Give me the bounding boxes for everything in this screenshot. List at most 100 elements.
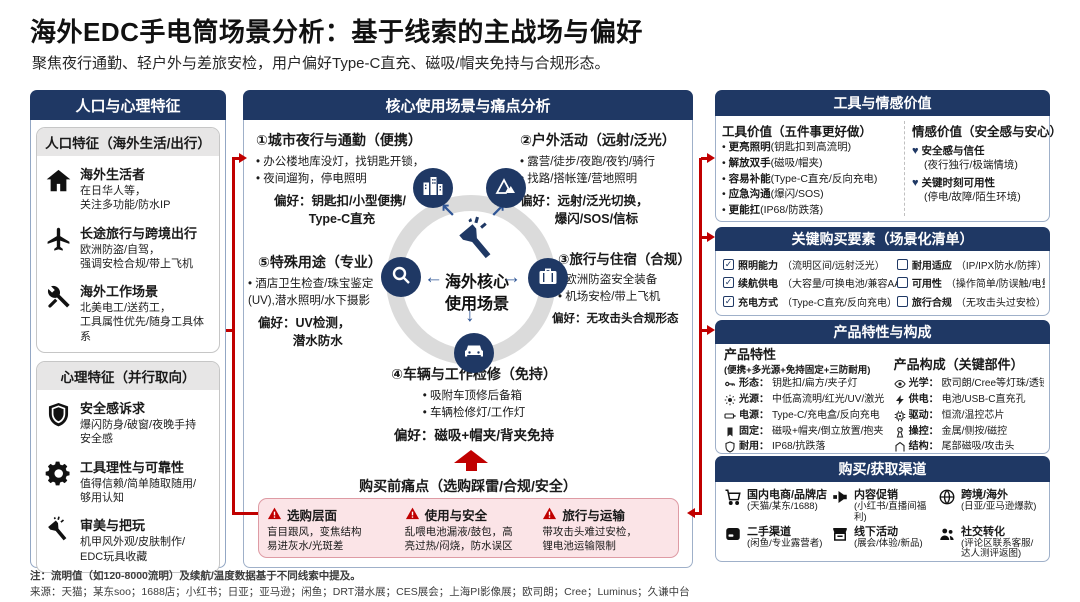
box-icon [724,525,742,543]
factor-checked: ✓照明能力（流明区间/远射泛光） [723,255,897,274]
chip-icon [894,410,906,422]
factor-label: 照明能力 [738,260,778,272]
feature-value: IP68/抗跌落 [772,441,826,453]
control-knob-icon [894,426,906,438]
emotion-value-column: 情感价值（安全感与安心） ♥安全感与信任 (夜行独行/极端情境) ♥关键时刻可用… [905,121,1062,216]
scenario-title: ④车辆与工作检修（免持） [391,366,557,382]
persona-desc: 欧洲防盗/自驾， 强调安检合规/带上飞机 [80,243,194,270]
battery-icon [724,410,736,422]
shield-small-icon [724,441,736,453]
arrowhead-into-factors-icon [707,232,715,242]
section-population-title: 人口特征（海外生活/出行） [37,128,219,156]
scenario-preference: 偏好：无攻击头合规形态 [552,313,679,326]
channel-name: 内容促销 [854,489,898,501]
pain-box: 选购层面 盲目跟风，变焦结构 易进灰水/光斑差 使用与安全 乱喂电池漏液/鼓包，… [258,498,679,558]
feature-value: 中低高流明/红光/UV/激光 [772,394,885,406]
factor-label: 充电方式 [738,298,778,310]
channel-name: 跨境/海外 [961,489,1009,501]
arrowhead-into-value-icon [707,153,715,163]
product-feature-title: 产品特性 [724,347,777,362]
car-icon [462,339,486,368]
psych-title: 审美与把玩 [80,518,146,534]
scenario-bullet: 机场安检/带上飞机 [558,289,694,306]
flashlight-icon [39,513,77,551]
outdoor-node [486,168,526,208]
store-icon [831,525,849,543]
channel-name: 国内电商/品牌店 [747,489,828,501]
warning-icon [267,506,282,524]
panel-purchase-factors-title: 关键购买要素（场景化清单） [715,227,1050,251]
section-population: 人口特征（海外生活/出行） 海外生活者 在日华人等， 关注多功能/防水IP 长途… [36,127,220,354]
house-icon [45,167,72,194]
scenario-title: ①城市夜行与通勤（便携） [256,132,422,148]
panel-product: 产品特性与构成 产品特性 (便携+多光源+免持固定+三防耐用) 形态：钥匙扣/扁… [715,320,1050,454]
footnote-sources: 来源：天猫；某东soo；1688店；小红书；日亚；亚马逊；闲鱼；DRT潜水展；C… [30,586,690,598]
feature-label: 耐用： [739,441,769,453]
channel-name: 社交转化 [961,525,1005,538]
right-connector-line [699,158,702,514]
pain-usage-safety: 使用与安全 乱喂电池漏液/鼓包，高 亮过热/闷烧，防水误区 [405,505,537,553]
empty-checkbox-icon [896,258,908,270]
channel-offline-events: 线下活动 (展会/体验/新品) [831,523,938,560]
vehicle-node [454,333,494,373]
hub-line2: 使用场景 [444,295,509,313]
tool-item-note: (钥匙扣到高流明) [770,141,852,153]
arrowhead-into-product-icon [707,325,715,335]
component-label: 驱动： [908,409,939,421]
panel-purchase-factors: 关键购买要素（场景化清单） ✓照明能力（流明区间/远射泛光） ✓续航供电（大容量… [715,227,1050,316]
panel-channels: 购买/获取渠道 国内电商/品牌店 (天猫/某东/1688) 内容促销 (小红书/… [715,456,1050,562]
tool-item-label: 更亮照明 [728,141,771,153]
channel-note: (天猫/某东/1688) [747,501,818,512]
panel-product-title: 产品特性与构成 [715,320,1050,344]
travel-node [528,258,568,298]
factor-note: （操作简单/防误触/电量显） [945,279,1045,291]
panel-value: 工具与情感价值 工具价值（五件事更好做） 更亮照明(钥匙扣到高流明) 解放双手(… [715,90,1062,222]
component-value: 欧司朗/Cree等灯珠/透镜 [941,378,1044,390]
channel-social-conversion: 社交转化 (评论区联系客服/ 达人测评返图) [938,523,1045,559]
tool-item-note: (磁吸/帽夹) [770,156,823,169]
tool-item-label: 容易补能 [728,172,771,185]
persona-overseas-work: 海外工作场景 北美电工/送药工， 工具属性优先/随身工具体系 [37,273,219,352]
warning-icon [405,506,420,524]
emotion-item-label: 关键时刻可用性 [921,177,996,190]
factor-note: （Type-C直充/反向充电） [782,298,897,310]
feature-value: Type-C/充电盒/反向充电 [772,409,880,421]
scenario-vehicle-work: ④车辆与工作检修（免持） 吸附车顶修后备箱 车辆检修灯/工作灯 偏好：磁吸+帽夹… [334,364,614,446]
page-title: 海外EDC手电筒场景分析：基于线索的主战场与偏好 [30,17,643,47]
factor-note: （无攻击头过安检） [955,298,1045,310]
panel-demographics: 人口与心理特征 人口特征（海外生活/出行） 海外生活者 在日华人等， 关注多功能… [30,90,226,573]
emotion-item-note: (夜行独行/极端情境) [923,158,1018,171]
factor-label: 续航供电 [738,279,778,291]
left-connector-line [232,158,235,514]
left-top-connector [232,157,240,160]
component-label: 供电： [908,394,939,406]
persona-overseas-resident: 海外生活者 在日华人等， 关注多功能/防水IP [37,156,219,215]
persona-title: 海外生活者 [80,167,146,182]
feature-label: 形态： [739,378,769,390]
scenario-preference: 偏好：钥匙扣/小型便携/ Type-C直充 [274,194,406,226]
section-psychology: 心理特征（并行取向） 安全感诉求 爆闪防身/破窗/夜晚手持 安全感 工具理性与可… [36,361,220,573]
scenario-preference: 偏好：磁吸+帽夹/背夹免持 [393,428,555,444]
hub-line1: 海外核心 [444,274,509,291]
arrowhead-into-center-icon [239,153,247,163]
tool-item-label: 解放双手 [728,156,771,169]
special-node [381,257,421,297]
scenario-bullet: 找路/搭帐篷/营地照明 [520,171,692,188]
structure-icon [894,441,906,453]
tool-value-title: 工具价值（五件事更好做） [722,125,873,139]
megaphone-icon [831,488,849,506]
factor-unchecked: 可用性（操作简单/防误触/电量显） [896,274,1045,293]
scenario-bullet: 车辆检修灯/工作灯 [423,405,525,422]
arrow-upleft-icon: ↖ [440,201,456,222]
persona-long-travel: 长途旅行与跨境出行 欧洲防盗/自驾， 强调安检合规/带上飞机 [37,215,219,274]
people-icon [938,525,956,543]
tool-item-note: (爆闪/SOS) [770,188,824,201]
arrow-down-icon: ↓ [465,305,475,326]
panel-demographics-title: 人口与心理特征 [30,90,226,120]
factor-label: 耐用适应 [911,260,952,272]
suitcase-icon [536,264,560,293]
checked-checkbox-icon: ✓ [723,296,734,308]
pain-title: 购买前痛点（选购踩雷/合规/安全） [359,478,577,494]
heart-icon: ♥ [911,177,919,190]
warning-icon [542,506,557,524]
